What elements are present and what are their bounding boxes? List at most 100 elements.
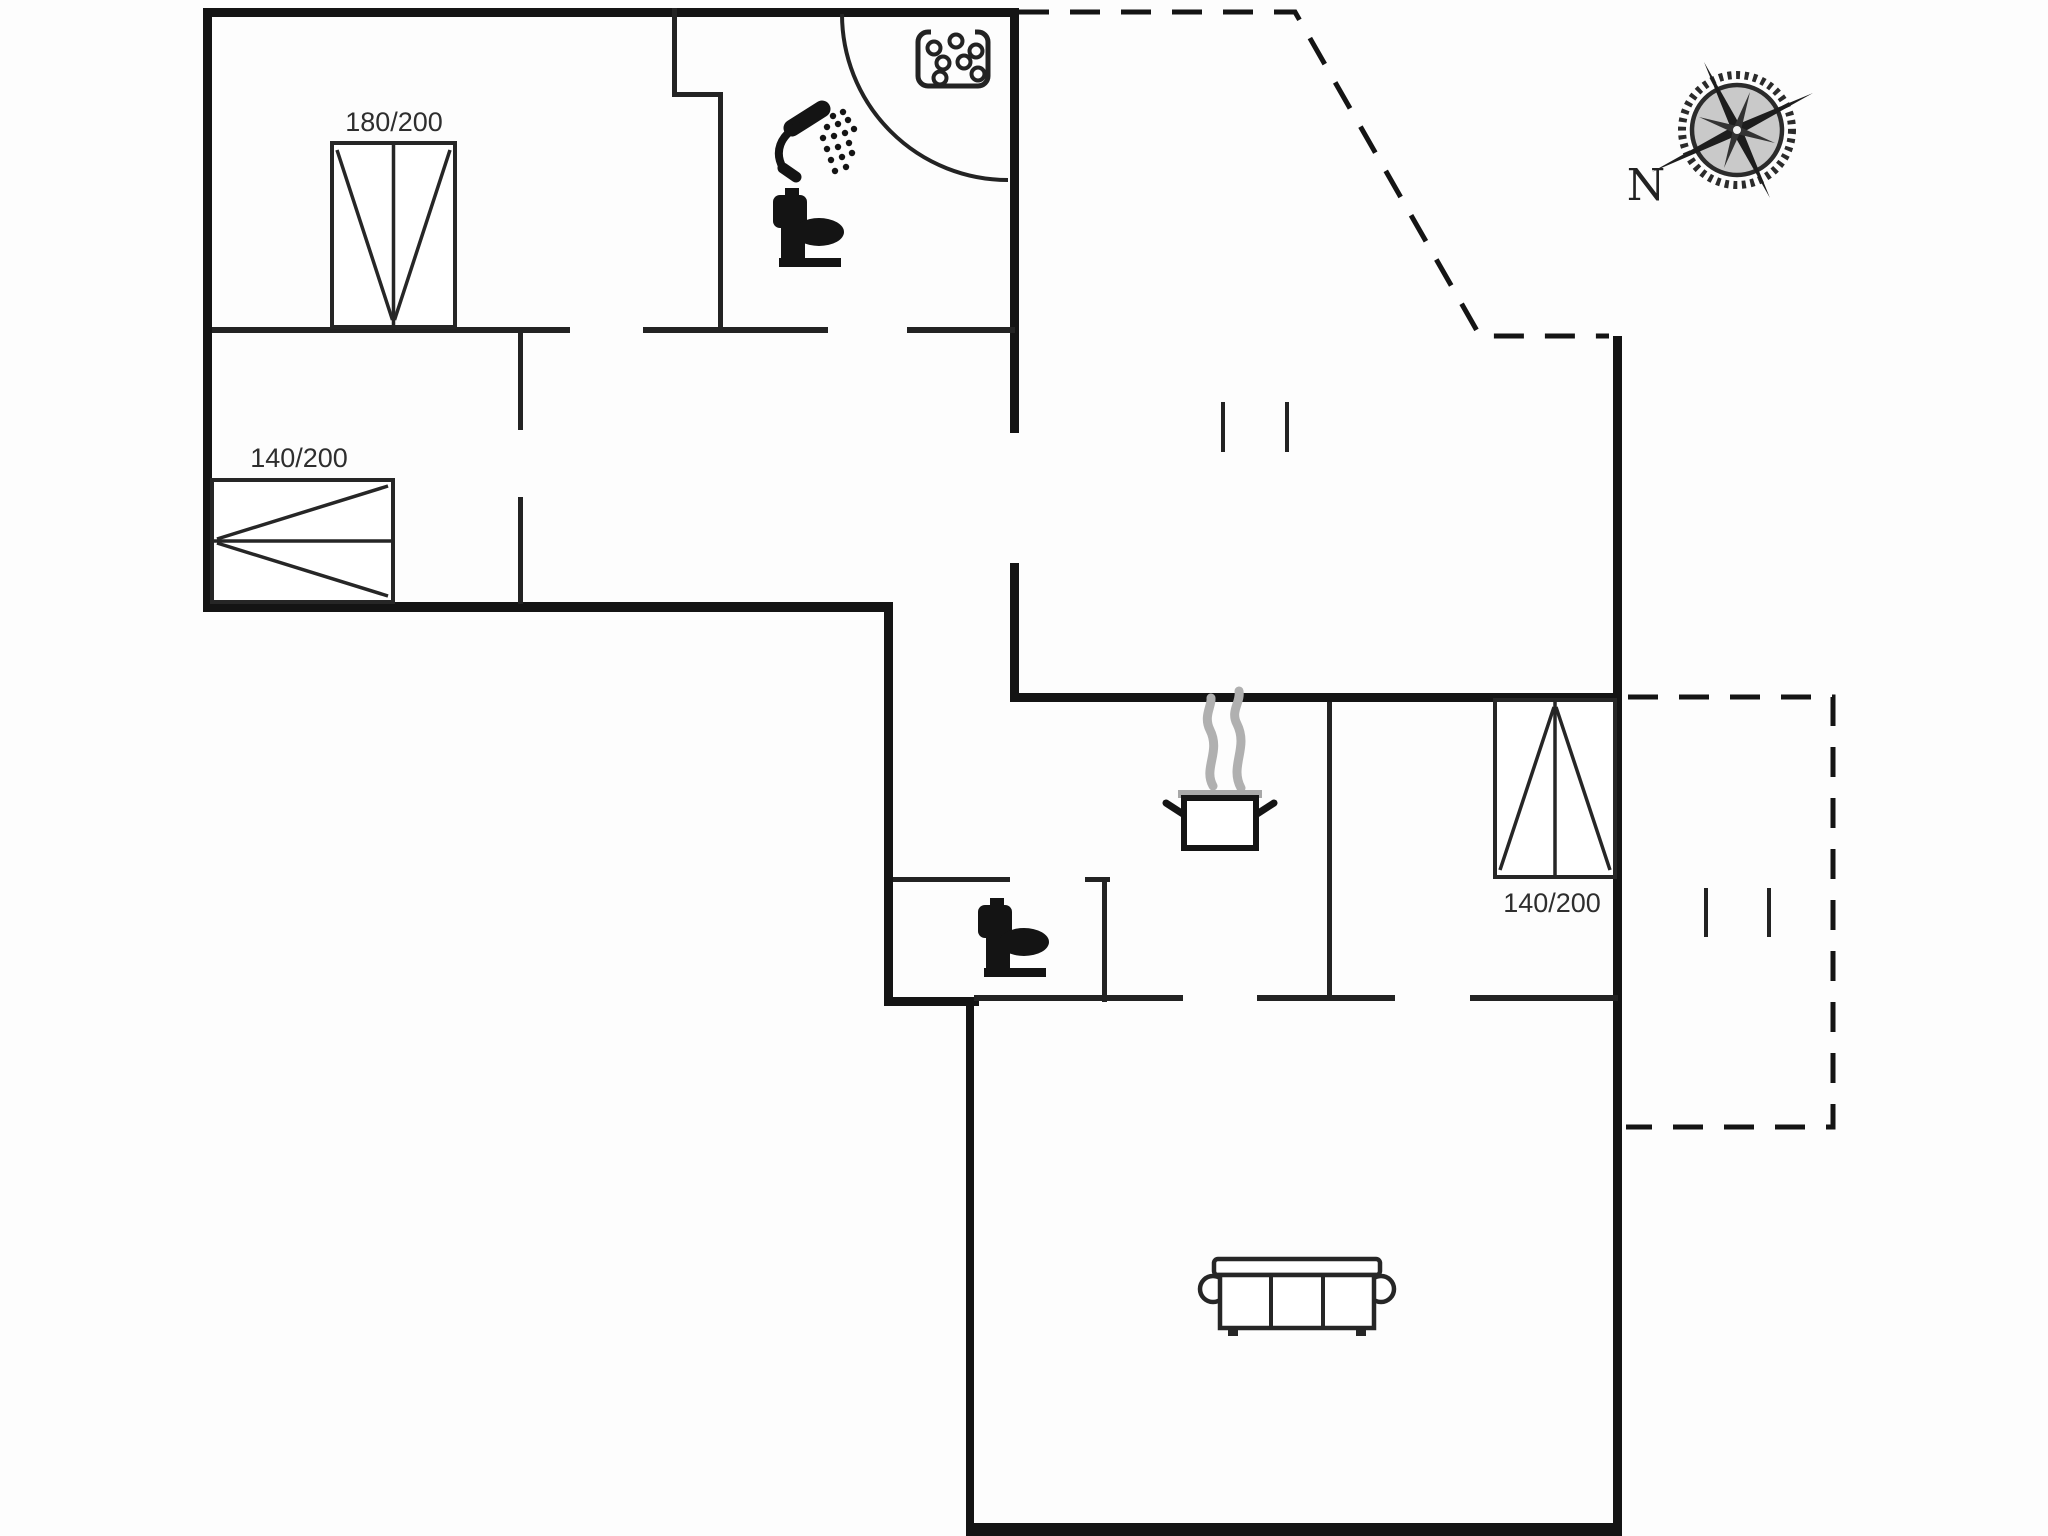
kitchen-top-wall (1010, 693, 1622, 702)
machine-drum-dot (931, 69, 949, 87)
toilet-pedestal (781, 228, 805, 258)
door-ticks-terrace-room (1221, 402, 1289, 452)
bed-mark (335, 149, 395, 321)
machine-drum-dot (955, 53, 973, 71)
shower-spray-dot (834, 120, 842, 128)
shower-spray-dot (841, 129, 849, 137)
wc-right-wall (1102, 877, 1107, 1002)
toilet-tank (773, 195, 807, 228)
bed-bath-divider-jog (672, 92, 723, 97)
shower-spray-dot (830, 132, 838, 140)
bed-mark (1554, 706, 1612, 871)
toilet-wc (978, 898, 1049, 977)
wc-bottom-thick-wall (884, 997, 979, 1006)
sofa-foot (1228, 1328, 1238, 1336)
stove-pot-icon (1162, 686, 1278, 851)
bed-mark (216, 484, 389, 541)
washing-machine-icon (915, 26, 991, 89)
shower-holder (777, 162, 802, 183)
kitchen-bedroom-divider (1327, 702, 1332, 997)
toilet-bowl (794, 218, 844, 246)
left-bedroom-wall-upper (518, 333, 523, 430)
terrace-north-boundary (1019, 9, 1609, 339)
bed-size-label: 180/200 (345, 107, 443, 137)
living-left-wall (966, 997, 974, 1536)
bed-mark (392, 149, 452, 321)
toilet-base (984, 968, 1046, 977)
bathroom-door-arc (840, 13, 1009, 182)
shower-spray-dot (842, 163, 850, 171)
shower-spray-dot (834, 143, 842, 151)
toilet-tank (978, 905, 1012, 938)
steam-wisp (1202, 693, 1219, 791)
machine-drum-dot (934, 54, 952, 72)
shower-spray-dot (827, 156, 835, 164)
sofa-seat (1217, 1272, 1377, 1331)
toilet-pedestal (986, 938, 1010, 968)
toilet-bathroom (773, 188, 844, 267)
compass-hub (1733, 126, 1741, 134)
shower-icon (775, 100, 858, 183)
compass-teeth-ring (1678, 71, 1796, 189)
living-top-wall-c (1470, 995, 1618, 1001)
bed-mark (216, 541, 389, 598)
pot-body (1181, 795, 1259, 851)
pot-rim (1178, 790, 1262, 798)
bath-right-wall-upper (1010, 8, 1019, 433)
bed-size-label: 140/200 (1503, 888, 1601, 918)
machine-drum-dot (969, 65, 987, 83)
pot-handle (1162, 799, 1187, 818)
steam-wisp (1230, 686, 1246, 793)
machine-drum-dot (947, 32, 965, 50)
machine-open-top (931, 26, 975, 38)
outer-top-wall (203, 8, 1019, 17)
toilet-bowl (999, 928, 1049, 956)
shower-spray-dot (845, 139, 853, 147)
shower-spray-dot (823, 123, 831, 131)
bed-140x200-right: 140/200 (1493, 698, 1617, 918)
bed-bath-divider-top (672, 8, 677, 97)
hall-wall-a (212, 327, 570, 333)
hall-wall-b (643, 327, 828, 333)
wc-top-wall (893, 877, 1010, 882)
shower-spray-dot (839, 108, 847, 116)
shower-spray-dot (838, 153, 846, 161)
toilet-button (990, 898, 1004, 907)
bed-mark (1498, 706, 1556, 871)
terrace-east-boundary (1626, 694, 1836, 1130)
outer-bottom-left-wall (203, 602, 893, 612)
compass-north-label: N (1627, 160, 1666, 211)
shower-spray-dot (848, 149, 856, 157)
wc-top-corner-lip (1085, 877, 1110, 882)
sofa-icon (1197, 1256, 1397, 1336)
bed-size-label: 140/200 (250, 443, 348, 473)
left-bedroom-wall-lower (518, 497, 523, 604)
bed-bath-divider-main (718, 92, 723, 333)
walls-group (203, 8, 1622, 1536)
sofa-back (1211, 1256, 1383, 1278)
machine-drum-dot (925, 39, 943, 57)
shower-spray-dot (831, 167, 839, 175)
sofa-foot (1356, 1328, 1366, 1336)
outer-left-wall (203, 8, 212, 612)
shower-spray-dot (844, 116, 852, 124)
living-top-wall-b (1257, 995, 1395, 1001)
shower-spray-dot (823, 145, 831, 153)
shower-spray-dot (829, 112, 837, 120)
machine-drum-dot (967, 42, 985, 60)
shower-spray-dot (819, 134, 827, 142)
mid-vertical-wall (884, 602, 893, 1006)
door-ticks-east-terrace (1704, 888, 1771, 937)
pot-handle (1253, 799, 1278, 818)
bath-right-wall-lower (1010, 563, 1019, 702)
shower-spray-dot (850, 125, 858, 133)
living-top-wall-a (974, 995, 1183, 1001)
hall-wall-c (907, 327, 1015, 333)
toilet-button (785, 188, 799, 197)
outer-right-wall (1613, 336, 1622, 1532)
toilet-base (779, 258, 841, 267)
bed-140x200-left: 140/200 (210, 443, 395, 604)
